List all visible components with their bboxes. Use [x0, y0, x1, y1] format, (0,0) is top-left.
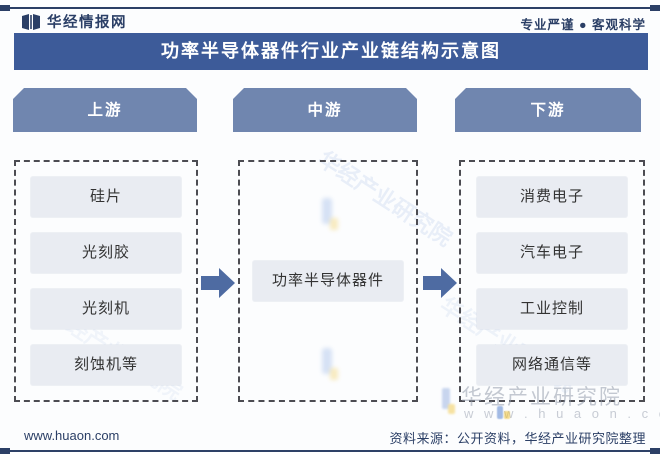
top-rule [2, 7, 658, 9]
column-header-downstream: 下游 [455, 88, 641, 132]
downstream-item: 消费电子 [477, 177, 627, 217]
column-header-midstream: 中游 [233, 88, 417, 132]
bottom-rule-left-cap [0, 448, 10, 454]
top-rule-left-cap [0, 5, 10, 11]
page-title: 功率半导体器件行业产业链结构示意图 [14, 33, 648, 70]
bottom-rule [2, 450, 658, 452]
bottom-rule-right-cap [650, 448, 660, 454]
watermark-site: w w w . h u a o n . c o m [464, 406, 660, 421]
brand: 华经情报网 [22, 11, 127, 32]
midstream-group: 功率半导体器件 [238, 160, 418, 402]
brand-name: 华经情报网 [47, 15, 127, 31]
logo-watermark-blob [320, 198, 340, 237]
logo-watermark-blob [441, 388, 457, 421]
arrow-right-icon [201, 268, 235, 298]
upstream-item: 硅片 [31, 177, 181, 217]
logo-watermark-blob [320, 348, 340, 387]
downstream-item: 工业控制 [477, 289, 627, 329]
watermark-name: 华经产业研究院 [461, 386, 622, 409]
footer-site-url: www.huaon.com [24, 428, 120, 443]
downstream-item: 汽车电子 [477, 233, 627, 273]
downstream-item: 网络通信等 [477, 345, 627, 385]
top-rule-right-cap [650, 5, 660, 11]
upstream-item: 光刻胶 [31, 233, 181, 273]
column-header-upstream: 上游 [13, 88, 197, 132]
logo-watermark-blob [497, 406, 511, 424]
upstream-item: 刻蚀机等 [31, 345, 181, 385]
slogan-text: 专业严谨 ● 客观科学 [520, 18, 646, 32]
arrow-right-icon [423, 268, 457, 298]
downstream-group: 消费电子 汽车电子 工业控制 网络通信等 [459, 160, 645, 402]
midstream-item: 功率半导体器件 [253, 261, 403, 301]
footer-source-note: 资料来源：公开资料，华经产业研究院整理 [389, 431, 646, 446]
upstream-item: 光刻机 [31, 289, 181, 329]
huajing-logo-icon [22, 13, 40, 30]
upstream-group: 硅片 光刻胶 光刻机 刻蚀机等 [14, 160, 198, 402]
